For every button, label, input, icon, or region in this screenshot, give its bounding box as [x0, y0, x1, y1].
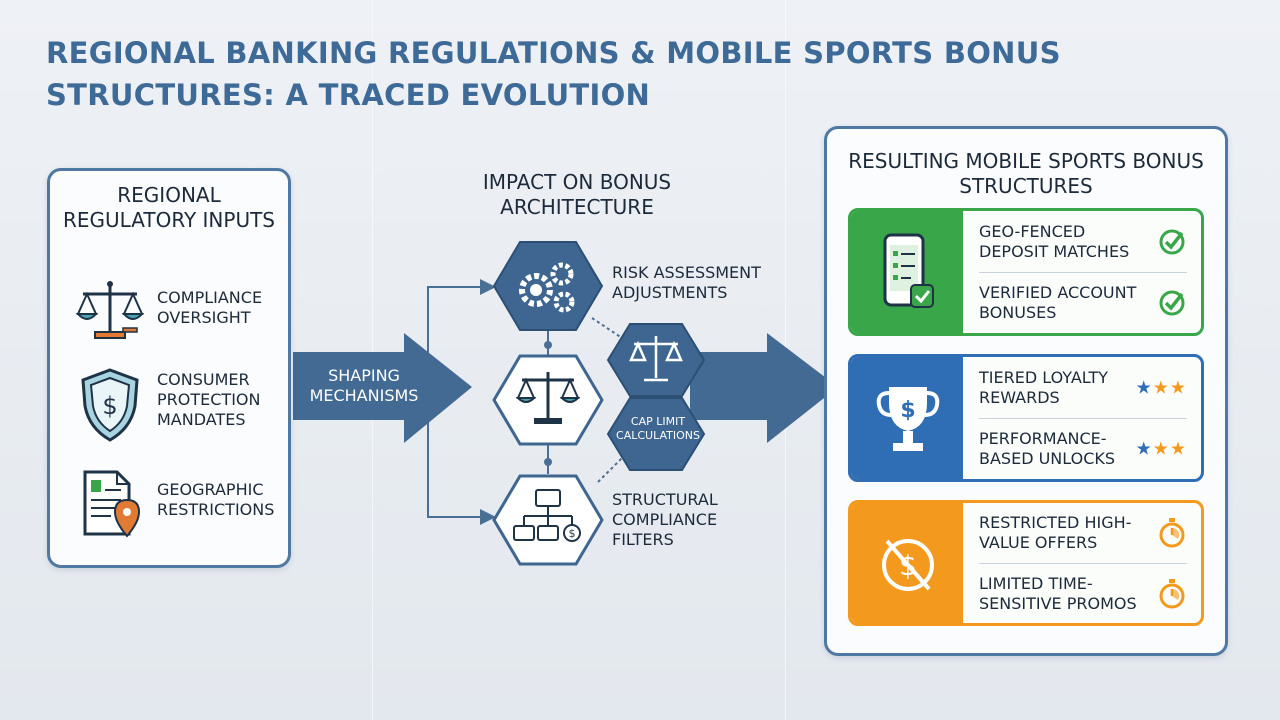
regulatory-inputs-panel: Regional Regulatory Inputs Compliance Ov…: [47, 168, 291, 568]
card-side: $: [851, 503, 963, 623]
check-icon: [1159, 229, 1185, 254]
svg-text:$: $: [900, 398, 915, 423]
hex-scales-small: [606, 323, 706, 397]
list-item: Performance-Based Unlocks ★★★: [979, 418, 1187, 479]
hex-structural-filters: $: [492, 474, 604, 566]
card-side: $: [851, 357, 963, 479]
page-title: Regional Banking Regulations & Mobile Sp…: [46, 36, 1061, 112]
scales-icon: [515, 372, 581, 424]
list-item: Verified Account Bonuses: [979, 272, 1187, 333]
card-geo-verified: Geo-Fenced Deposit Matches Verified Acco…: [848, 208, 1204, 336]
no-dollar-icon: $: [882, 539, 934, 591]
hex-compliance-balance: [492, 354, 604, 446]
stars-icon: ★★★: [1135, 438, 1187, 459]
input-label: Compliance Oversight: [157, 288, 263, 327]
impact-heading: Impact on Bonus Architecture: [482, 170, 672, 219]
gears-icon: [519, 262, 575, 313]
shield-dollar-icon: $: [81, 368, 139, 442]
input-item-consumer-protection: $ Consumer Protection Mandates: [75, 366, 295, 446]
row-label: Limited Time-Sensitive Promos: [979, 573, 1137, 613]
svg-text:$: $: [102, 392, 117, 420]
output-arrow: [690, 333, 838, 443]
input-item-geographic: Geographic Restrictions: [75, 466, 295, 546]
row-label: Performance-Based Unlocks: [979, 429, 1116, 468]
scales-icon: [629, 336, 683, 382]
row-label: Geo-Fenced Deposit Matches: [979, 221, 1130, 261]
hex-risk-assessment: [492, 241, 604, 331]
row-label: Restricted High-Value Offers: [979, 513, 1132, 552]
connector-to-filters: [427, 385, 496, 525]
flowchart-icon: $: [513, 489, 581, 542]
phone-check-icon: [883, 233, 934, 308]
cap-limit-label: Cap Limit Calculations: [616, 415, 700, 442]
stopwatch-icon: [1159, 518, 1185, 548]
list-item: Restricted High-Value Offers: [979, 503, 1187, 563]
card-side: [851, 211, 963, 333]
check-icon: [1159, 290, 1185, 316]
list-item: Tiered Loyalty Rewards ★★★: [979, 357, 1187, 418]
card-loyalty-performance: $ Tiered Loyalty Rewards ★★★ Performance…: [848, 354, 1204, 482]
stopwatch-icon: [1159, 578, 1185, 608]
input-label: Consumer Protection Mandates: [157, 370, 261, 429]
list-item: Limited Time-Sensitive Promos: [979, 563, 1187, 623]
card-restricted-limited: $ Restricted High-Value Offers Limited T…: [848, 500, 1204, 626]
panel-heading: Resulting Mobile Sports Bonus Structures: [848, 149, 1204, 198]
panel-heading: Regional Regulatory Inputs: [62, 183, 276, 232]
shaping-arrow-label: Shaping Mechanisms: [309, 366, 419, 405]
input-item-compliance: Compliance Oversight: [75, 276, 295, 356]
stars-icon: ★★★: [1135, 377, 1187, 397]
document-location-icon: [83, 470, 141, 538]
trophy-dollar-icon: $: [876, 387, 940, 451]
hex-cap-limit: [606, 397, 706, 471]
node-label: Risk Assessment Adjustments: [612, 263, 761, 302]
input-label: Geographic Restrictions: [157, 480, 275, 519]
list-item: Geo-Fenced Deposit Matches: [979, 211, 1187, 272]
row-label: Verified Account Bonuses: [979, 283, 1137, 322]
node-label: Structural Compliance Filters: [612, 490, 718, 549]
scales-icon: [75, 281, 145, 339]
row-label: Tiered Loyalty Rewards: [979, 367, 1109, 407]
svg-text:$: $: [569, 527, 576, 540]
shaping-arrow: [293, 333, 472, 443]
